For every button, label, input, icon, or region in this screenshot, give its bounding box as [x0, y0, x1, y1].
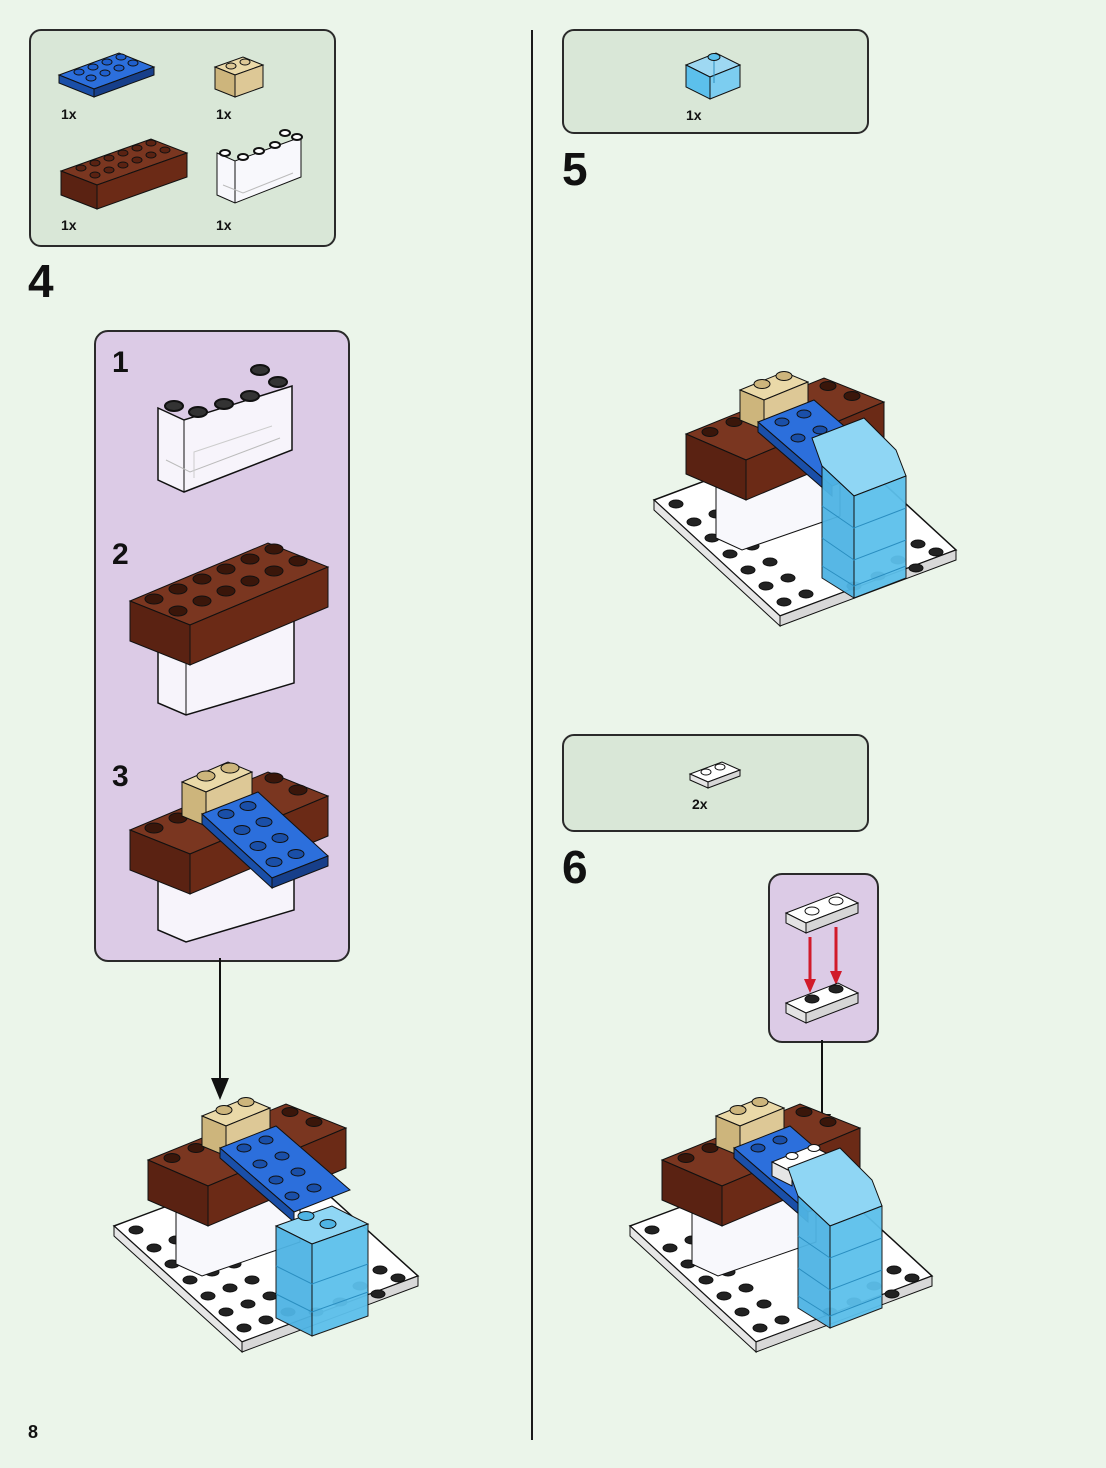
column-divider	[531, 30, 533, 1440]
part-qty: 1x	[216, 106, 232, 122]
part-qty: 1x	[61, 106, 77, 122]
part-qty: 1x	[216, 217, 232, 233]
part-qty: 1x	[686, 107, 702, 123]
step-number: 6	[562, 841, 588, 893]
substep-callout: 1 2 3	[94, 330, 350, 962]
tan-brick-1x2-icon	[213, 56, 265, 98]
stacking-callout	[768, 873, 879, 1043]
page-number: 8	[28, 1422, 39, 1442]
tan-brick-and-blue-plate-illustration	[128, 761, 330, 943]
white-plates-stacking-illustration	[784, 892, 860, 1024]
clear-panel-icon	[216, 129, 303, 204]
part-qty: 1x	[61, 217, 77, 233]
step-number: 5	[562, 143, 588, 195]
step6-assembly-illustration	[628, 1097, 934, 1354]
brown-brick-on-panel-illustration	[128, 542, 330, 716]
step5-assembly-illustration	[652, 371, 958, 628]
step-number: 4	[28, 255, 54, 307]
clear-panel-illustration	[157, 364, 293, 493]
step4-parts-box: 1x 1x 1x 1x	[29, 29, 336, 247]
step4-assembly-illustration	[112, 1097, 420, 1354]
substep-number: 3	[112, 760, 129, 793]
trans-light-blue-slope-icon	[684, 52, 742, 100]
white-plate-1x2-icon	[688, 761, 742, 789]
down-arrow	[211, 958, 229, 1100]
step5-parts-box: 1x	[562, 29, 869, 134]
step6-parts-box: 2x	[562, 734, 869, 832]
blue-plate-2x4-icon	[57, 52, 156, 98]
substep-number: 1	[112, 346, 129, 379]
part-qty: 2x	[692, 796, 708, 812]
substep-number: 2	[112, 538, 129, 571]
brown-brick-2x6-icon	[59, 138, 189, 210]
